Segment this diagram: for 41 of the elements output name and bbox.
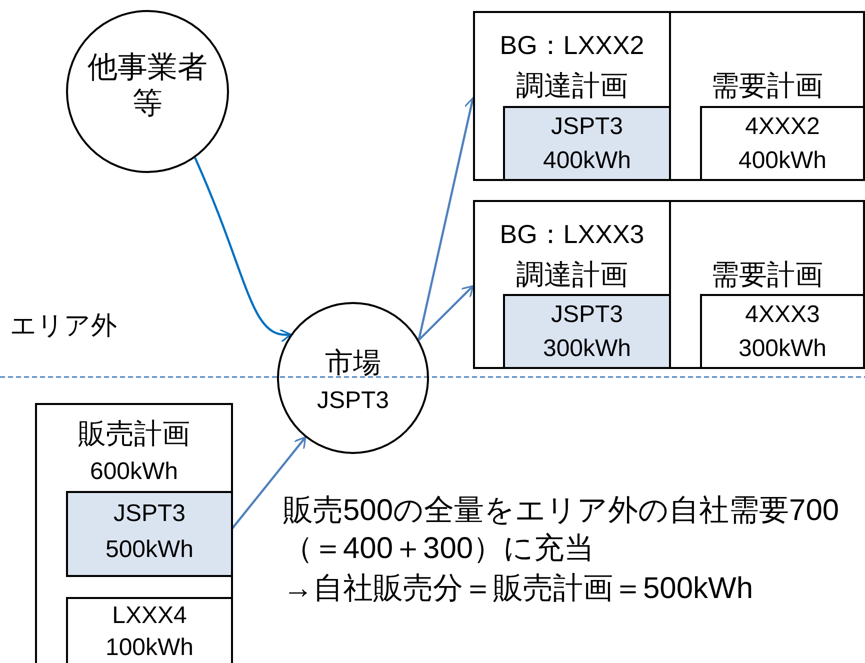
code-label: 4XXX2	[744, 112, 821, 142]
plan-title: 販売計画	[77, 417, 191, 451]
arrow	[418, 285, 474, 341]
market-volume-box	[503, 294, 671, 369]
code-label: JSPT3	[112, 499, 187, 529]
energy-value: 300kWh	[737, 334, 828, 364]
energy-value: 400kWh	[737, 146, 828, 176]
demand-volume-box	[700, 294, 865, 369]
market-volume-box	[503, 106, 671, 181]
note-text: 販売500の全量をエリア外の自社需要700（＝400＋300）に充当	[283, 493, 840, 567]
procurement-plan-cell	[473, 11, 671, 181]
energy-value: 100kWh	[104, 633, 195, 663]
party-label: 他事業者等	[88, 50, 208, 122]
demand-volume-box	[700, 106, 865, 181]
group-id-label: BG：LXXX2	[498, 29, 646, 61]
market-volume-box	[66, 491, 233, 577]
arrow	[194, 157, 292, 342]
sales-plan-box	[35, 403, 233, 663]
energy-value: 400kWh	[542, 146, 632, 176]
plan-title: 調達計画	[515, 69, 629, 103]
energy-value: 600kWh	[88, 457, 180, 487]
market-circle	[277, 302, 429, 454]
plan-title: 調達計画	[515, 258, 629, 292]
area-label: エリア外	[10, 309, 117, 342]
bilateral-volume-box	[66, 597, 233, 663]
demand-plan-cell	[669, 11, 865, 181]
procurement-plan-cell	[473, 200, 671, 369]
note-text: →自社販売分＝販売計画＝500kWh	[283, 571, 754, 607]
market-label: 市場	[324, 346, 382, 380]
group-id-label: BG：LXXX3	[498, 218, 646, 250]
code-label: LXXX4	[111, 601, 188, 631]
energy-value: 500kWh	[104, 535, 195, 565]
market-code: JSPT3	[316, 386, 390, 416]
code-label: JSPT3	[550, 112, 624, 142]
code-label: 4XXX3	[744, 300, 821, 330]
plan-title: 需要計画	[710, 258, 824, 292]
plan-title: 需要計画	[710, 69, 824, 103]
energy-value: 300kWh	[542, 334, 632, 364]
code-label: JSPT3	[550, 300, 624, 330]
demand-plan-cell	[669, 200, 865, 369]
party-circle	[66, 10, 229, 173]
